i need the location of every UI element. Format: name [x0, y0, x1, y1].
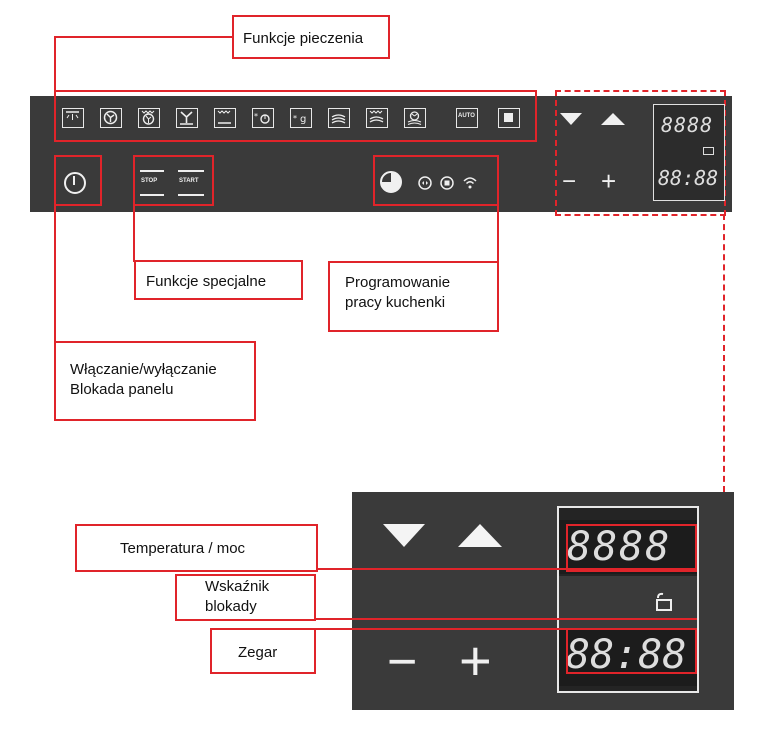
- duration-icon: [418, 176, 432, 190]
- zoom-minus: −: [387, 633, 418, 691]
- signal-icon: [463, 177, 477, 189]
- end-time-button[interactable]: [440, 176, 454, 190]
- bottom-fan-button[interactable]: [176, 108, 198, 128]
- svg-text:*: *: [293, 114, 297, 123]
- svg-text:*: *: [254, 112, 258, 121]
- weight-button[interactable]: *g: [290, 108, 312, 128]
- temperature-highlight: [566, 524, 697, 572]
- leader-temperature: [316, 568, 697, 570]
- end-time-icon: [440, 176, 454, 190]
- callout-baking-functions-text: Funkcje pieczenia: [243, 30, 364, 47]
- microwave-icon: [331, 114, 346, 124]
- hot-air-fan-icon: [103, 110, 118, 125]
- microwave-button[interactable]: [328, 108, 350, 128]
- zoom-lock-icon: [654, 592, 674, 612]
- microwave-grill-button[interactable]: [366, 108, 388, 128]
- zoom-arrow-up: [458, 524, 502, 547]
- leader-programming: [497, 205, 499, 263]
- stop-button[interactable]: STOP: [140, 170, 164, 196]
- display-temperature: 8888: [661, 113, 714, 137]
- auto-icon: AUTO: [458, 113, 475, 119]
- duration-button[interactable]: [418, 176, 432, 190]
- leader-power: [54, 205, 56, 343]
- display-clock: 88:88: [658, 166, 719, 190]
- leader-baking-v: [54, 36, 56, 92]
- stop-square-button[interactable]: [498, 108, 520, 128]
- zoom-arrow-down: [383, 524, 425, 547]
- zoom-temperature-band: [559, 520, 697, 574]
- zoom-plus: +: [459, 629, 492, 692]
- fan-grill-icon: [141, 110, 155, 125]
- top-bottom-heat-icon: [217, 110, 231, 124]
- callout-power-line1: Włączanie/wyłączanie: [70, 361, 217, 378]
- leader-special: [133, 205, 135, 262]
- timer-button[interactable]: [380, 171, 402, 193]
- callout-programming-line1: Programowanie: [345, 274, 451, 291]
- programming-highlight: [373, 155, 499, 206]
- leader-baking-h: [54, 36, 234, 38]
- weight-icon: *g: [293, 114, 306, 125]
- microwave-fan-icon: [407, 111, 422, 125]
- callout-special-functions-text: Funkcje specjalne: [146, 273, 267, 290]
- top-bottom-heat-button[interactable]: [214, 108, 236, 128]
- auto-button[interactable]: AUTO: [456, 108, 478, 128]
- callout-temperature-text: Temperatura / moc: [120, 540, 246, 557]
- minus-button[interactable]: −: [562, 168, 577, 195]
- callout-clock: Zegar: [210, 628, 316, 674]
- power-highlight: [54, 155, 102, 206]
- zoom-display-temperature: 8888: [567, 524, 672, 570]
- defrost-button[interactable]: *: [252, 108, 274, 128]
- callout-power-line2: Blokada panelu: [70, 381, 174, 398]
- clock-pie-icon: [380, 171, 402, 193]
- baking-functions-highlight: [54, 90, 537, 142]
- weight-g-label: g: [300, 114, 306, 125]
- defrost-icon: *: [254, 112, 270, 124]
- zoom-source-highlight: [555, 90, 726, 216]
- start-label: START: [179, 178, 199, 184]
- top-heat-icon: [66, 111, 79, 120]
- stop-label: STOP: [141, 178, 158, 184]
- zoom-connector: [723, 214, 725, 492]
- zoom-lock-band: [559, 576, 697, 628]
- leader-clock: [316, 628, 568, 630]
- callout-programming: Programowanie pracy kuchenki: [328, 261, 499, 332]
- lock-indicator-icon: [703, 147, 714, 155]
- bottom-fan-icon: [180, 111, 193, 125]
- stop-square-icon: [504, 113, 513, 122]
- clock-highlight: [566, 628, 697, 674]
- callout-baking-functions: Funkcje pieczenia: [232, 15, 390, 59]
- plus-button[interactable]: +: [601, 166, 617, 196]
- signal-button[interactable]: [462, 174, 478, 190]
- special-functions-highlight: [133, 155, 214, 206]
- arrow-down-button[interactable]: [560, 113, 582, 125]
- arrow-up-button[interactable]: [601, 113, 625, 125]
- leader-lock: [316, 618, 697, 620]
- callout-power: Włączanie/wyłączanie Blokada panelu: [54, 341, 256, 421]
- microwave-fan-button[interactable]: [404, 108, 426, 128]
- callout-programming-line2: pracy kuchenki: [345, 294, 446, 311]
- microwave-grill-icon: [369, 110, 384, 123]
- power-button[interactable]: [64, 172, 86, 194]
- callout-clock-text: Zegar: [238, 644, 278, 661]
- callout-lock-line1: Wskaźnik: [205, 578, 270, 595]
- fan-grill-button[interactable]: [138, 108, 160, 128]
- zoom-display-clock: 88:88: [566, 632, 687, 678]
- start-button[interactable]: START: [178, 170, 204, 196]
- callout-lock-indicator: Wskaźnik blokady: [175, 574, 316, 621]
- power-icon: [73, 176, 75, 185]
- callout-temperature: Temperatura / moc: [75, 524, 318, 572]
- top-heat-button[interactable]: [62, 108, 84, 128]
- hot-air-button[interactable]: [100, 108, 122, 128]
- callout-lock-line2: blokady: [205, 598, 257, 615]
- callout-special-functions: Funkcje specjalne: [134, 260, 303, 300]
- zoom-clock-band: [559, 630, 697, 686]
